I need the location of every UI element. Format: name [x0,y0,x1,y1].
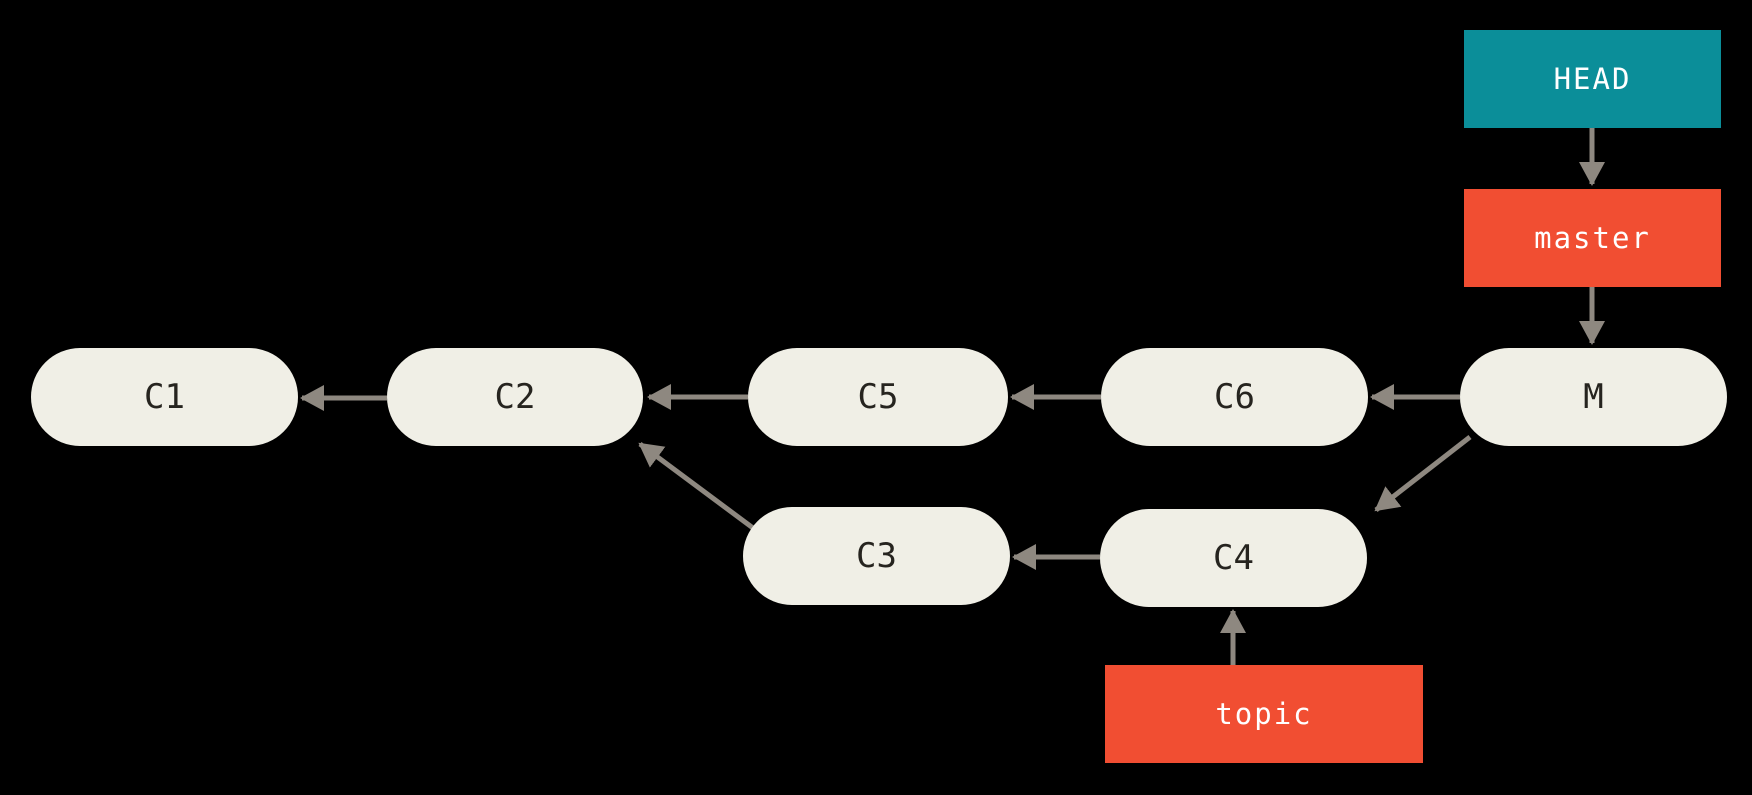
head-ref-box: HEAD [1464,30,1721,128]
edge-m-to-c4-arrow [1374,435,1472,512]
commit-node-c2: C2 [387,348,643,446]
commit-node-c1: C1 [31,348,298,446]
commit-node-c4: C4 [1100,509,1367,607]
master-branch-box: master [1464,189,1721,287]
commit-node-c3: C3 [743,507,1010,605]
commit-node-c6: C6 [1101,348,1368,446]
topic-branch-box: topic [1105,665,1423,763]
edge-c3-to-c2-arrow [638,441,755,531]
commit-node-c5: C5 [748,348,1008,446]
commit-node-merge: M [1460,348,1727,446]
